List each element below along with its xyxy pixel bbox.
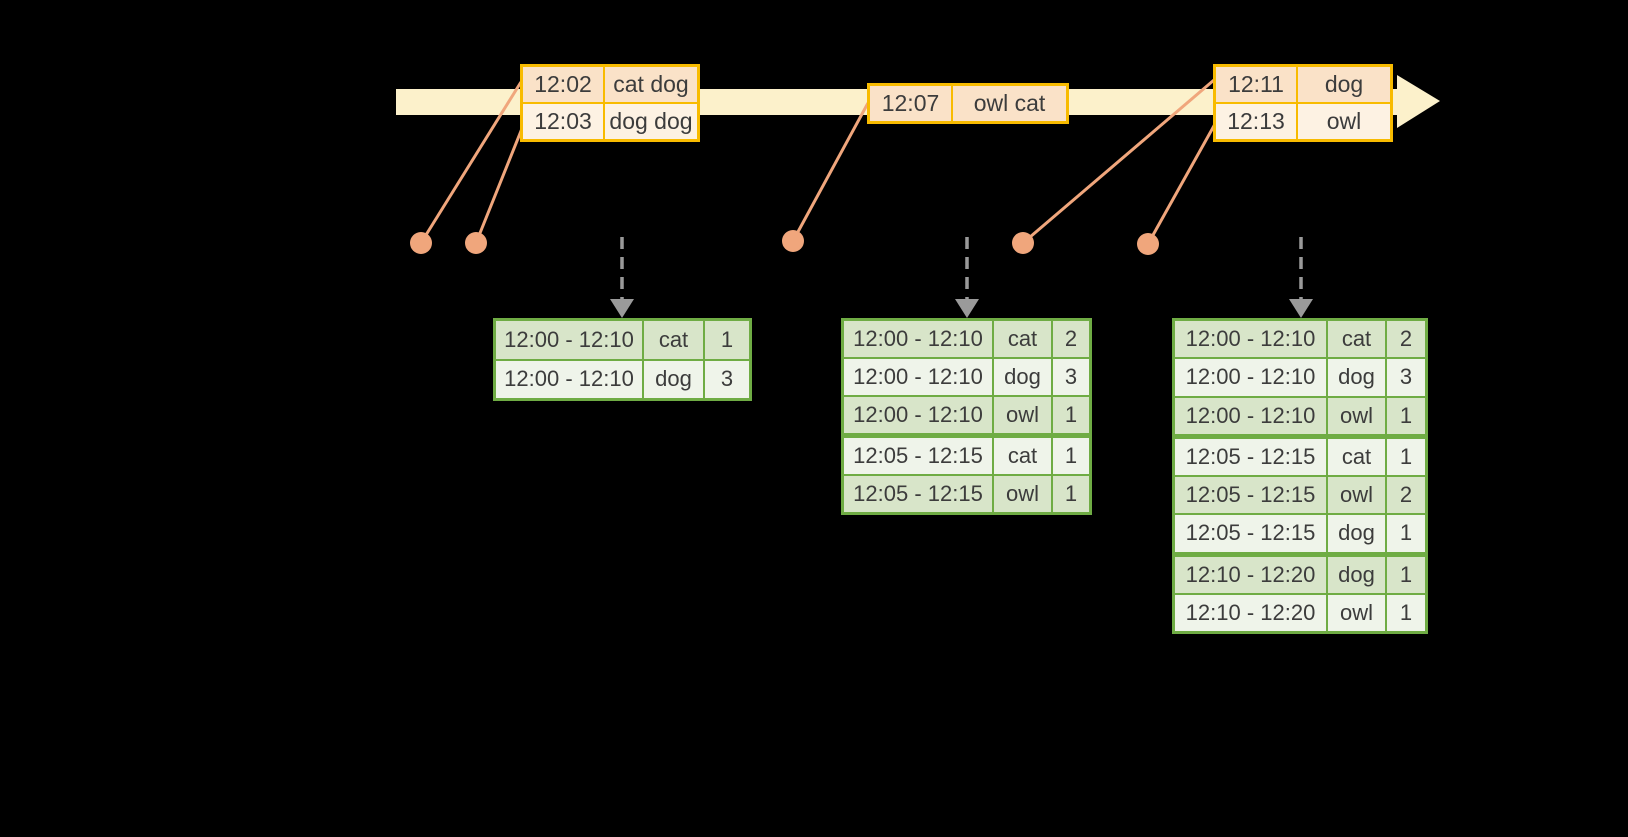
- result-count-cell: 1: [1387, 556, 1425, 593]
- result-window-cell: 12:00 - 12:10: [496, 360, 642, 398]
- event-dot: [782, 230, 804, 252]
- event-connector-line: [791, 102, 870, 242]
- result-word-cell: cat: [994, 321, 1051, 357]
- event-words-cell: owl cat: [953, 86, 1066, 121]
- event-words-cell: owl: [1298, 104, 1390, 139]
- result-window-cell: 12:00 - 12:10: [496, 321, 642, 359]
- result-window-cell: 12:00 - 12:10: [844, 359, 992, 395]
- result-window-cell: 12:00 - 12:10: [844, 321, 992, 357]
- result-word-cell: dog: [1328, 359, 1385, 396]
- result-count-cell: 1: [1053, 397, 1089, 433]
- event-words-cell: dog: [1298, 67, 1390, 102]
- result-count-cell: 2: [1387, 477, 1425, 514]
- result-word-cell: dog: [994, 359, 1051, 395]
- result-count-cell: 2: [1387, 321, 1425, 358]
- result-count-cell: 1: [1387, 438, 1425, 475]
- result-window-cell: 12:05 - 12:15: [1175, 438, 1326, 475]
- result-word-cell: cat: [1328, 321, 1385, 358]
- result-word-cell: dog: [644, 360, 703, 398]
- result-count-cell: 1: [1053, 476, 1089, 512]
- event-dot: [465, 232, 487, 254]
- result-word-cell: owl: [1328, 594, 1385, 631]
- event-time-cell: 12:11: [1216, 67, 1296, 102]
- result-window-cell: 12:10 - 12:20: [1175, 556, 1326, 593]
- event-time-cell: 12:13: [1216, 104, 1296, 139]
- event-words-cell: cat dog: [605, 67, 697, 102]
- result-count-cell: 1: [1387, 397, 1425, 434]
- result-count-cell: 3: [1053, 359, 1089, 395]
- event-dot: [1137, 233, 1159, 255]
- trigger-arrowhead-icon: [610, 299, 634, 318]
- result-word-cell: dog: [1328, 515, 1385, 552]
- result-word-cell: dog: [1328, 556, 1385, 593]
- result-word-cell: owl: [994, 397, 1051, 433]
- event-connector-line: [474, 125, 525, 244]
- event-time-cell: 12:03: [523, 104, 603, 139]
- result-window-cell: 12:00 - 12:10: [1175, 321, 1326, 358]
- result-word-cell: cat: [1328, 438, 1385, 475]
- result-word-cell: owl: [994, 476, 1051, 512]
- result-word-cell: owl: [1328, 397, 1385, 434]
- result-count-cell: 1: [1387, 515, 1425, 552]
- result-count-cell: 1: [1053, 438, 1089, 474]
- result-window-cell: 12:10 - 12:20: [1175, 594, 1326, 631]
- result-count-cell: 2: [1053, 321, 1089, 357]
- event-connector-line: [419, 81, 523, 244]
- result-window-cell: 12:05 - 12:15: [844, 476, 992, 512]
- result-window-cell: 12:00 - 12:10: [844, 397, 992, 433]
- event-dot: [410, 232, 432, 254]
- result-word-cell: owl: [1328, 477, 1385, 514]
- result-word-cell: cat: [994, 438, 1051, 474]
- result-count-cell: 3: [705, 360, 749, 398]
- event-time-cell: 12:02: [523, 67, 603, 102]
- event-dot: [1012, 232, 1034, 254]
- trigger-arrowhead-icon: [1289, 299, 1313, 318]
- result-window-cell: 12:00 - 12:10: [1175, 359, 1326, 396]
- result-count-cell: 1: [1387, 594, 1425, 631]
- event-words-cell: dog dog: [605, 104, 697, 139]
- result-window-cell: 12:05 - 12:15: [844, 438, 992, 474]
- trigger-arrowhead-icon: [955, 299, 979, 318]
- event-time-cell: 12:07: [870, 86, 951, 121]
- result-window-cell: 12:05 - 12:15: [1175, 477, 1326, 514]
- event-time-arrowhead-icon: [1397, 75, 1440, 128]
- event-connector-line: [1146, 123, 1217, 245]
- result-count-cell: 1: [705, 321, 749, 359]
- event-connector-line: [1022, 78, 1215, 245]
- result-count-cell: 3: [1387, 359, 1425, 396]
- result-word-cell: cat: [644, 321, 703, 359]
- result-window-cell: 12:05 - 12:15: [1175, 515, 1326, 552]
- result-window-cell: 12:00 - 12:10: [1175, 397, 1326, 434]
